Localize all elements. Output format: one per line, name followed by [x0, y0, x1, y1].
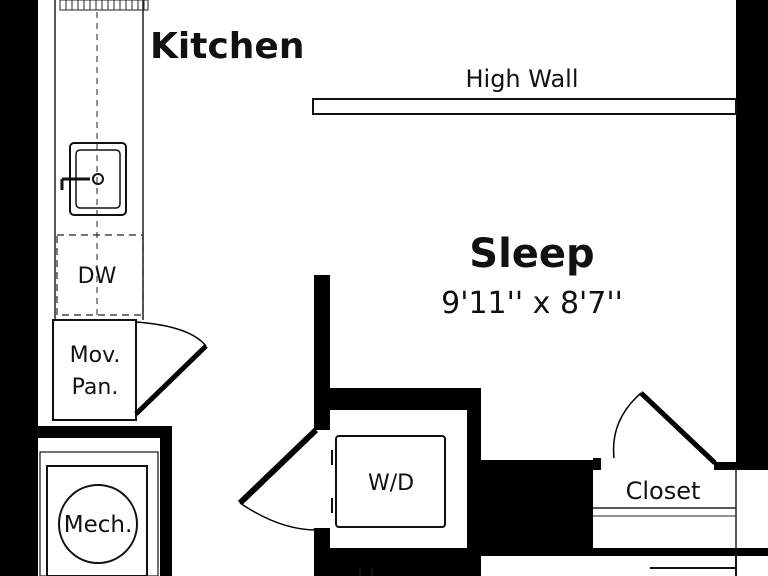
high-wall-label: High Wall [465, 65, 578, 93]
wall-above-mech [38, 426, 172, 438]
sleep-dimensions: 9'11'' x 8'7'' [441, 286, 623, 321]
sleep-left-wall-stub [314, 275, 330, 410]
closet [593, 470, 737, 548]
laundry-door-swing [237, 427, 319, 531]
laundry-right-wall [467, 388, 481, 548]
closet-label: Closet [626, 477, 701, 505]
sink-icon [60, 142, 127, 216]
closet-left-block [481, 460, 593, 548]
closet-door-swing [612, 391, 717, 465]
right-lower-wall [714, 462, 768, 470]
kitchen-counter [54, 0, 149, 320]
pantry-door-swing [134, 321, 208, 416]
sleep-title: Sleep [469, 231, 594, 277]
closet-jamb [593, 458, 601, 470]
mech-closet [39, 451, 159, 576]
movable-pantry-label-line1: Mov. [70, 343, 121, 368]
bottom-wall-right [481, 548, 768, 556]
mech-unit-icon [58, 484, 138, 564]
washer-dryer [335, 435, 446, 528]
high-wall [312, 98, 737, 115]
mech-label: Mech. [64, 512, 133, 538]
bottom-wall-left [314, 548, 481, 576]
left-exterior-wall [0, 0, 38, 576]
laundry-top-wall [314, 388, 467, 410]
right-exterior-wall [736, 0, 768, 470]
wall-right-of-mech [160, 426, 172, 576]
kitchen-title: Kitchen [150, 26, 304, 67]
dishwasher [56, 234, 144, 316]
bottom-edge [359, 556, 737, 576]
laundry-left-wall-upper [314, 410, 330, 430]
washer-dryer-label: W/D [368, 471, 414, 496]
movable-pantry [52, 319, 137, 421]
movable-pantry-label-line2: Pan. [72, 375, 119, 400]
dishwasher-label: DW [78, 264, 117, 289]
